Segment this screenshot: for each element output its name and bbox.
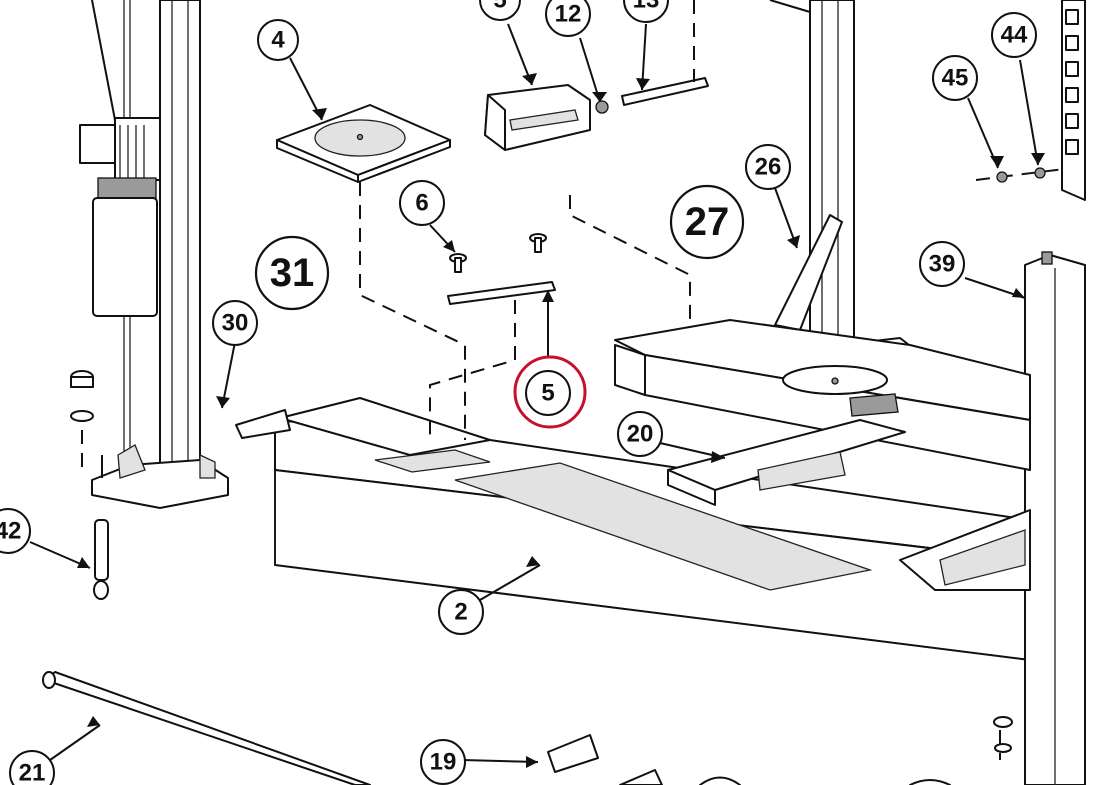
callout-30-label: 30 xyxy=(222,310,249,337)
callout-19-label: 19 xyxy=(430,749,457,776)
assembly-guides xyxy=(359,0,1073,760)
anchor-hardware-right xyxy=(993,716,1013,753)
front-crossbeam-slider xyxy=(667,393,1031,591)
callout-39: 39 xyxy=(919,241,965,287)
callout-2-label: 2 xyxy=(454,599,467,626)
callout-2: 2 xyxy=(438,589,484,635)
turn-plate xyxy=(276,104,451,183)
runway-platform xyxy=(235,397,1031,661)
callout-39-label: 39 xyxy=(929,251,956,278)
callout-21-label: 21 xyxy=(19,760,46,785)
callout-27-label: 27 xyxy=(685,200,730,244)
callout-12: 12 xyxy=(545,0,591,37)
power-unit xyxy=(79,0,161,317)
callout-19: 19 xyxy=(420,739,466,785)
rear-right-post xyxy=(774,0,919,363)
callout-21: 21 xyxy=(9,750,55,785)
callout-5: 5 xyxy=(525,370,571,416)
wedge-19 xyxy=(547,734,951,785)
callout-20: 20 xyxy=(617,411,663,457)
callout-27: 27 xyxy=(669,184,745,260)
left-post xyxy=(91,0,229,509)
highlight-ring xyxy=(513,355,587,429)
callout-42-label: 42 xyxy=(0,518,21,545)
callout-5-label: 5 xyxy=(541,380,554,407)
callout-26-label: 26 xyxy=(755,154,782,181)
callout-5-top-label: 5 xyxy=(493,0,506,14)
callout-13: 13 xyxy=(623,0,669,23)
callout-45-label: 45 xyxy=(942,65,969,92)
callout-4-label: 4 xyxy=(271,27,285,54)
callout-30: 30 xyxy=(212,300,258,346)
callout-6-label: 6 xyxy=(415,190,428,217)
slip-block xyxy=(484,84,591,151)
callout-13-label: 13 xyxy=(633,0,660,14)
callout-31: 31 xyxy=(254,235,330,311)
ball-12 xyxy=(595,100,609,114)
pin-13 xyxy=(621,77,709,106)
callout-31-label: 31 xyxy=(270,251,315,295)
cross-tube-21 xyxy=(42,671,371,785)
front-right-post xyxy=(1024,251,1086,785)
callout-26: 26 xyxy=(745,144,791,190)
arrowheads xyxy=(77,73,1045,768)
rear-crossbeam xyxy=(614,319,1031,471)
callout-42: 42 xyxy=(0,508,31,554)
callout-4: 4 xyxy=(257,19,299,61)
callout-20-label: 20 xyxy=(627,421,654,448)
lock-ladder xyxy=(769,0,1086,201)
callout-44-label: 44 xyxy=(1001,22,1028,49)
callout-12-label: 12 xyxy=(555,1,582,28)
callout-44: 44 xyxy=(991,12,1037,58)
anchor-hardware-left xyxy=(70,370,109,600)
callout-5-top: 5 xyxy=(479,0,521,21)
cover-strip-5 xyxy=(447,281,556,305)
bolts-6 xyxy=(449,233,547,273)
callout-45: 45 xyxy=(932,55,978,101)
callout-6: 6 xyxy=(399,180,445,226)
